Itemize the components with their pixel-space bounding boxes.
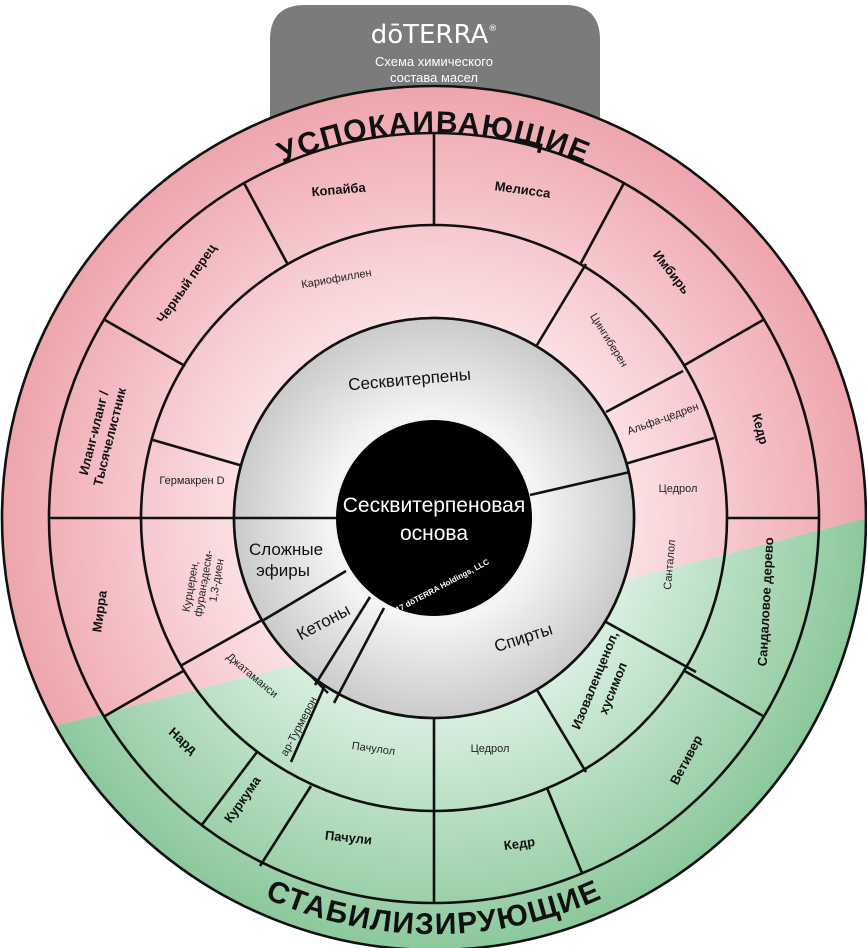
compound-germacrene: Гермакрен D <box>159 475 224 487</box>
center-title-line1: Сесквитерпеновая <box>343 494 525 517</box>
class-esters-line1: Сложные <box>249 540 323 559</box>
oil-patchouli: Пачули <box>324 828 372 848</box>
compound-santalol: Санталол <box>662 539 678 590</box>
oil-myrrh: Мирра <box>89 589 110 633</box>
class-esters-line2: эфиры <box>256 561 310 580</box>
oil-sandalwood: Сандаловое дерево <box>755 537 777 667</box>
compound-cedrol-upper: Цедрол <box>659 483 698 495</box>
center-title-line2: основа <box>400 522 468 545</box>
brand-subtitle-line2: состава масел <box>390 70 478 85</box>
class-dividers <box>234 470 631 704</box>
oil-copaiba: Копайба <box>311 180 367 200</box>
oil-cedarwood-lower: Кедр <box>503 834 536 853</box>
compound-cedrol-lower: Цедрол <box>471 743 510 755</box>
brand-subtitle-line1: Схема химического <box>375 54 493 69</box>
wheel-dividers <box>49 133 819 903</box>
brand-logo: dōTERRA® <box>371 20 498 50</box>
core-circle <box>336 420 532 616</box>
